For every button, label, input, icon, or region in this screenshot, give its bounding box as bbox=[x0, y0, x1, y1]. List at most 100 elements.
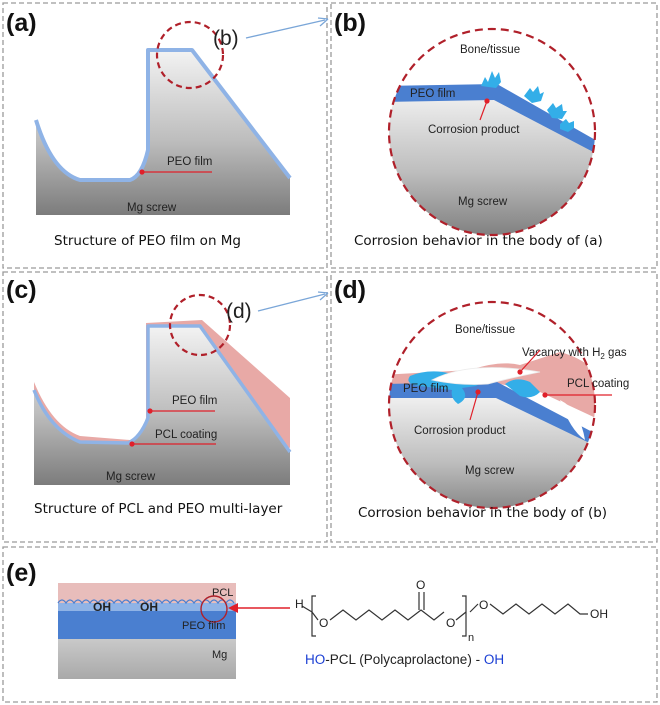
zoom-circle-a bbox=[155, 20, 225, 90]
bone-tissue-label-d: Bone/tissue bbox=[455, 324, 515, 336]
panel-e-letter: (e) bbox=[6, 559, 37, 587]
formula-oh: OH bbox=[484, 652, 504, 667]
panel-a-letter: (a) bbox=[6, 9, 37, 37]
leader-dot-pcl-c bbox=[129, 441, 135, 447]
zoom-arrow-a-to-b bbox=[245, 19, 326, 39]
mg-screw-label-b: Mg screw bbox=[458, 196, 508, 208]
zoom-circle-d bbox=[387, 300, 597, 510]
peo-film-label-a: PEO film bbox=[167, 156, 212, 168]
peo-film-label-d: PEO film bbox=[403, 383, 448, 395]
caption-a: Structure of PEO film on Mg bbox=[54, 233, 241, 249]
frame-d bbox=[330, 271, 658, 543]
panel-b-letter: (b) bbox=[334, 9, 366, 37]
pcl-coating-layer-c bbox=[34, 320, 290, 448]
frame-b bbox=[330, 2, 658, 269]
zoom-arrowhead-a bbox=[317, 17, 329, 27]
panel-c-letter: (c) bbox=[6, 276, 37, 304]
corrosion-product-region-d2 bbox=[505, 379, 540, 398]
mg-screw-body-c bbox=[34, 326, 290, 485]
leader-dot-vacancy-d bbox=[517, 369, 523, 375]
vacancy-label-post: gas bbox=[605, 347, 627, 359]
tail-chain bbox=[469, 603, 588, 615]
caption-d: Corrosion behavior in the body of (b) bbox=[358, 505, 607, 521]
zoom-arrowhead-c bbox=[317, 291, 329, 301]
gas-vacancy-d bbox=[430, 367, 541, 385]
chem-oh: OH bbox=[590, 607, 608, 621]
peo-film-layer-c bbox=[32, 324, 292, 454]
panel-d: (d) Bone/tissue Vacancy with H2 gas PCL … bbox=[334, 276, 629, 521]
panel-e: (e) PCL OH OH PEO film Mg H O O O n O OH… bbox=[6, 559, 608, 679]
bracket-left bbox=[311, 595, 316, 637]
leader-corrosion-b bbox=[479, 100, 488, 121]
peo-film-layer-a bbox=[34, 48, 292, 182]
mg-screw-body-b bbox=[389, 90, 595, 235]
caption-b: Corrosion behavior in the body of (a) bbox=[354, 233, 603, 249]
pcl-formula-line: HO-PCL (Polycaprolactone) - OH bbox=[305, 652, 504, 667]
bone-tissue-label-b: Bone/tissue bbox=[460, 44, 520, 56]
frame-e bbox=[2, 546, 658, 703]
leader-dot-corrosion-d bbox=[475, 389, 481, 395]
peo-film-label-b: PEO film bbox=[410, 88, 455, 100]
pcl-layer-e bbox=[58, 583, 236, 603]
carbonyl-bond bbox=[418, 592, 425, 610]
leader-corrosion-d bbox=[469, 391, 479, 421]
formula-ho: HO bbox=[305, 652, 325, 667]
callout-d-label: (d) bbox=[226, 300, 252, 323]
leader-vacancy-d bbox=[519, 349, 541, 373]
gas-vacancy-d2 bbox=[560, 400, 585, 440]
leader-dot-pcl-d bbox=[542, 392, 548, 398]
chem-o-ester: O bbox=[446, 616, 455, 630]
leader-dot-peo-a bbox=[139, 169, 145, 175]
zoom-circle-e bbox=[200, 595, 228, 623]
corrosion-product-label-d: Corrosion product bbox=[414, 425, 506, 437]
vacancy-label-sub: 2 bbox=[600, 352, 605, 361]
callout-b-label: (b) bbox=[213, 27, 239, 50]
vacancy-label-pre: Vacancy with H bbox=[522, 347, 600, 359]
frame-c bbox=[2, 271, 328, 543]
caption-c: Structure of PCL and PEO multi-layer bbox=[34, 501, 283, 517]
zigzag-chain bbox=[311, 609, 445, 621]
pcl-coating-label-c: PCL coating bbox=[155, 429, 217, 441]
mg-label-e: Mg bbox=[212, 649, 227, 661]
peo-film-layer-b bbox=[389, 84, 595, 166]
chem-o-right: O bbox=[479, 598, 488, 612]
mg-screw-body-a bbox=[36, 50, 290, 215]
frame-a bbox=[2, 2, 328, 269]
panel-d-letter: (d) bbox=[334, 276, 366, 304]
bracket-right bbox=[462, 595, 467, 637]
zoom-circle-c bbox=[168, 293, 232, 357]
pcl-structure bbox=[301, 592, 588, 637]
peo-film-layer-d bbox=[389, 382, 595, 448]
peo-film-label-c: PEO film bbox=[172, 395, 217, 407]
peo-film-light-band-e bbox=[58, 603, 236, 611]
corrosion-crystals-b bbox=[481, 71, 574, 132]
ester-bond bbox=[455, 611, 467, 621]
formula-mid: -PCL (Polycaprolactone) - bbox=[325, 652, 484, 667]
mg-layer-e bbox=[58, 639, 236, 679]
vacancy-label-d: Vacancy with H2 gas bbox=[522, 347, 627, 361]
mg-screw-body-d bbox=[389, 393, 595, 508]
zoom-circle-b bbox=[387, 27, 597, 237]
pcl-coating-label-d: PCL coating bbox=[567, 378, 629, 390]
mg-screw-label-c: Mg screw bbox=[106, 471, 156, 483]
panel-c: (c) PEO film PCL coating Mg screw (d) St… bbox=[6, 276, 329, 517]
mg-screw-label-a: Mg screw bbox=[127, 202, 177, 214]
panel-a: (a) PEO film Mg screw (b) Structure of P… bbox=[6, 9, 329, 249]
chem-n: n bbox=[468, 632, 474, 644]
pcl-coating-layer-d bbox=[389, 352, 595, 420]
oh-label-2-e: OH bbox=[140, 600, 158, 614]
panel-b: (b) Bone/tissue PEO film Corrosion produ… bbox=[334, 9, 603, 249]
peo-film-label-e: PEO film bbox=[182, 620, 225, 632]
chem-o-left: O bbox=[319, 616, 328, 630]
leader-dot-peo-c bbox=[147, 408, 153, 414]
zoom-arrow-c-to-d bbox=[257, 293, 326, 312]
mg-screw-label-d: Mg screw bbox=[465, 465, 515, 477]
oh-label-1-e: OH bbox=[93, 600, 111, 614]
pcl-label-e: PCL bbox=[212, 587, 233, 599]
chem-h: H bbox=[295, 597, 304, 611]
h-bond bbox=[301, 605, 313, 613]
corrosion-product-label-b: Corrosion product bbox=[428, 124, 520, 136]
pointer-arrowhead-e bbox=[228, 603, 238, 613]
